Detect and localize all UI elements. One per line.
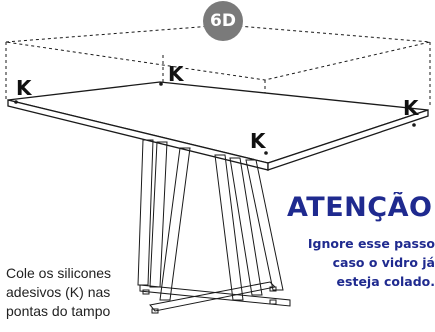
attention-title: ATENÇÃO — [287, 192, 433, 223]
table-top — [7, 81, 429, 171]
step-badge: 6D — [203, 1, 243, 41]
k-marker-front: K — [250, 129, 266, 153]
k-marker-left: K — [16, 76, 32, 100]
corner-dots — [14, 82, 416, 155]
instruction-line: adesivos (K) nas — [6, 284, 111, 300]
attention-line: Ignore esse passo — [307, 236, 435, 251]
attention-line: caso o vidro já — [332, 255, 435, 270]
instruction-line: Cole os silicones — [6, 265, 112, 281]
instruction-line: pontas do tampo — [6, 303, 111, 319]
k-marker-right: K — [403, 96, 419, 120]
pedestal-base — [137, 139, 291, 314]
k-marker-back: K — [168, 62, 184, 86]
attention-line: esteja colado. — [336, 274, 435, 289]
instruction-text: Cole os silicones adesivos (K) nas ponta… — [6, 264, 156, 321]
attention-note: Ignore esse passo caso o vidro já esteja… — [285, 234, 435, 291]
